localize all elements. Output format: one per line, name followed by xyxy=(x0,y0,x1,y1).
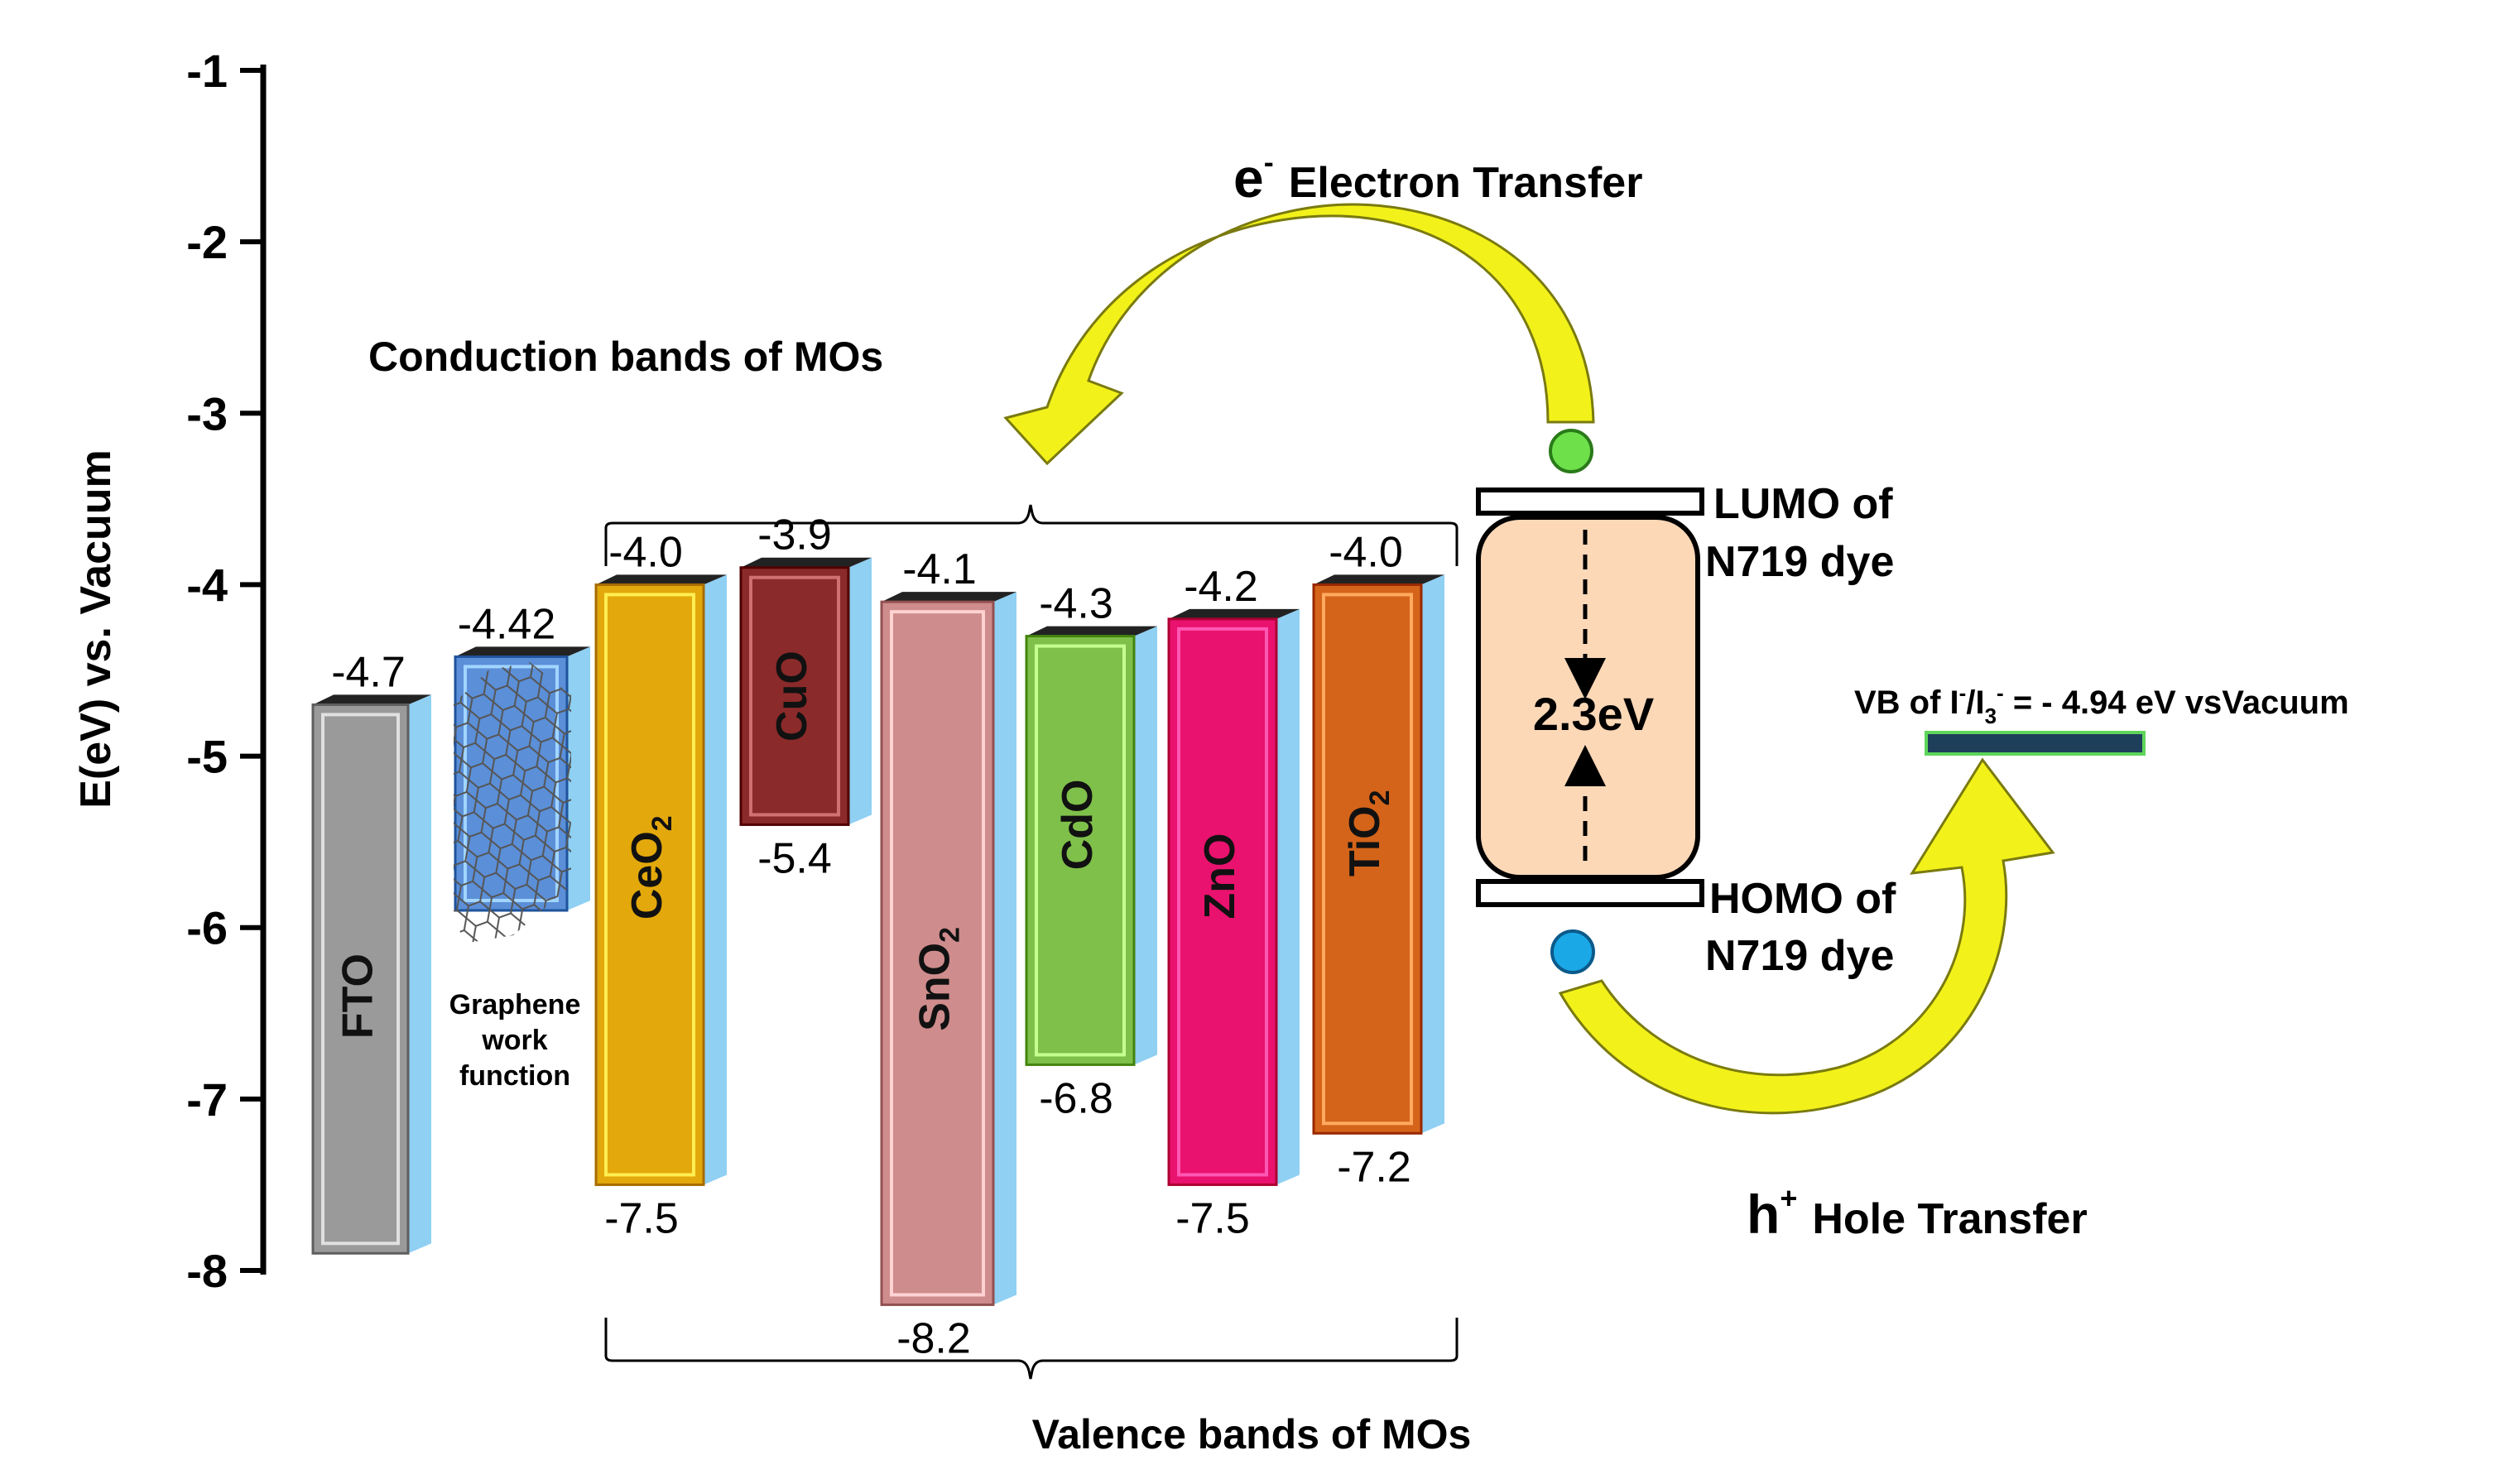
y-tick-label: -5 xyxy=(186,731,228,783)
graphene-label-line1: Graphene xyxy=(449,989,581,1021)
band-face xyxy=(1167,617,1278,1186)
band-name-label: FTO xyxy=(334,953,382,1039)
redox-vb-label: VB of I-/I3- = - 4.94 eV vsVacuum xyxy=(1854,680,2349,728)
band-top-edge xyxy=(596,574,727,585)
band-ceo2: -4.0 -7.5 CeO2 xyxy=(594,528,727,1242)
graphene-label-line3: function xyxy=(459,1060,570,1092)
band-top-value: -4.2 xyxy=(1184,563,1258,611)
band-top-edge xyxy=(455,646,590,657)
band-name-label: CdO xyxy=(1054,780,1102,871)
homo-label-line1: HOMO of xyxy=(1709,875,1896,923)
band-top-value: -4.7 xyxy=(331,648,406,696)
band-gap-label: 2.3eV xyxy=(1533,688,1654,740)
band-top-edge xyxy=(1169,608,1300,619)
lumo-plate xyxy=(1476,487,1704,516)
band-face xyxy=(880,600,995,1306)
band-bottom-value: -7.5 xyxy=(1175,1194,1250,1242)
band-bottom-value: -5.4 xyxy=(757,834,832,882)
conduction-label: Conduction bands of MOs xyxy=(368,334,883,380)
y-axis-label: E(eV) vs. Vacuum xyxy=(72,449,120,809)
band-bottom-value: -7.5 xyxy=(604,1194,679,1242)
y-tick-label: -3 xyxy=(186,387,228,439)
band-face xyxy=(311,703,410,1255)
band-top-edge xyxy=(882,592,1016,603)
band-inner-bevel xyxy=(604,593,695,1177)
band-inner-bevel xyxy=(1177,627,1268,1177)
lumo-label-line1: LUMO of xyxy=(1713,480,1893,528)
band-face xyxy=(1025,635,1136,1066)
y-tick-label: -1 xyxy=(186,45,228,97)
band-top-value: -3.9 xyxy=(757,511,832,560)
n719-dye-box: 2.3eV xyxy=(1476,487,1704,907)
y-tick-label: -6 xyxy=(186,902,228,954)
electron-transfer-label: e-Electron Transfer xyxy=(1233,145,1642,209)
band-sno2: -4.1 -8.2 SnO2 xyxy=(880,545,1016,1362)
band-top-value: -4.0 xyxy=(608,528,683,576)
lumo-label-line2: N719 dye xyxy=(1705,538,1894,586)
band-name-label: CuO xyxy=(768,651,816,742)
band-side-edge xyxy=(1276,608,1300,1185)
band-side-edge xyxy=(704,574,727,1185)
homo-plate xyxy=(1476,879,1704,907)
band-tio2: -4.0 -7.2 TiO2 xyxy=(1312,528,1444,1191)
band-top-value: -4.42 xyxy=(458,600,556,648)
band-bottom-value: -8.2 xyxy=(896,1314,971,1362)
band-bottom-value: -6.8 xyxy=(1039,1074,1113,1122)
band-top-value: -4.3 xyxy=(1039,580,1113,628)
bands-group: -4.7FTO-4.42-4.0-7.5CeO2-3.9-5.4CuO-4.1-… xyxy=(311,511,1444,1362)
redox-vb-bar xyxy=(1925,731,2146,756)
band-side-edge xyxy=(1134,626,1157,1065)
band-cdo: -4.3 -6.8 CdO xyxy=(1025,580,1157,1122)
band-side-edge xyxy=(848,557,872,825)
band-top-edge xyxy=(1314,574,1444,585)
y-tick-label: -2 xyxy=(186,216,228,268)
band-top-edge xyxy=(313,694,431,705)
band-name-label: ZnO xyxy=(1196,833,1244,920)
band-face xyxy=(1312,583,1423,1135)
band-inner-bevel xyxy=(1035,644,1126,1057)
band-zno: -4.2 -7.5 ZnO xyxy=(1167,563,1300,1242)
band-name-label: SnO2 xyxy=(911,927,966,1031)
y-tick-label: -8 xyxy=(186,1245,228,1297)
band-cuo: -3.9 -5.4 CuO xyxy=(739,511,872,882)
band-side-edge xyxy=(567,646,590,910)
band-name-label: CeO2 xyxy=(623,815,678,920)
valence-label: Valence bands of MOs xyxy=(1032,1411,1472,1458)
hole-transfer-arrow xyxy=(1558,757,2055,1115)
homo-label-line2: N719 dye xyxy=(1705,932,1894,980)
y-tick-label: -4 xyxy=(186,559,228,611)
band-name-label: TiO2 xyxy=(1341,790,1396,876)
valence-bracket xyxy=(604,1318,1459,1380)
graphene-label-line2: work xyxy=(481,1025,547,1056)
hole-transfer-label: h+Hole Transfer xyxy=(1747,1181,2088,1245)
band-inner-bevel xyxy=(890,610,985,1297)
band-top-edge xyxy=(741,557,872,568)
graphene-sheet-image xyxy=(454,662,571,944)
band-inner-bevel xyxy=(321,713,400,1246)
band-side-edge xyxy=(993,592,1016,1305)
band-inner-bevel xyxy=(1322,593,1413,1126)
y-axis-ticks: -1 -2 -3 -4 -5 -6 -7 -8 xyxy=(186,45,265,1297)
y-tick-label: -7 xyxy=(186,1073,228,1126)
electron-dot xyxy=(1549,429,1593,473)
hole-dot xyxy=(1550,929,1595,974)
band-side-edge xyxy=(408,694,431,1254)
band-top-edge xyxy=(1026,626,1157,636)
band-top-value: -4.1 xyxy=(902,545,977,593)
band-top-value: -4.0 xyxy=(1329,528,1403,576)
band-face xyxy=(594,583,705,1186)
band-face xyxy=(739,566,850,826)
band-inner-bevel xyxy=(749,575,840,817)
electron-transfer-arrow xyxy=(1003,203,1595,466)
conduction-bracket xyxy=(604,504,1459,566)
band-bottom-value: -7.2 xyxy=(1337,1143,1411,1191)
band-side-edge xyxy=(1421,574,1444,1134)
